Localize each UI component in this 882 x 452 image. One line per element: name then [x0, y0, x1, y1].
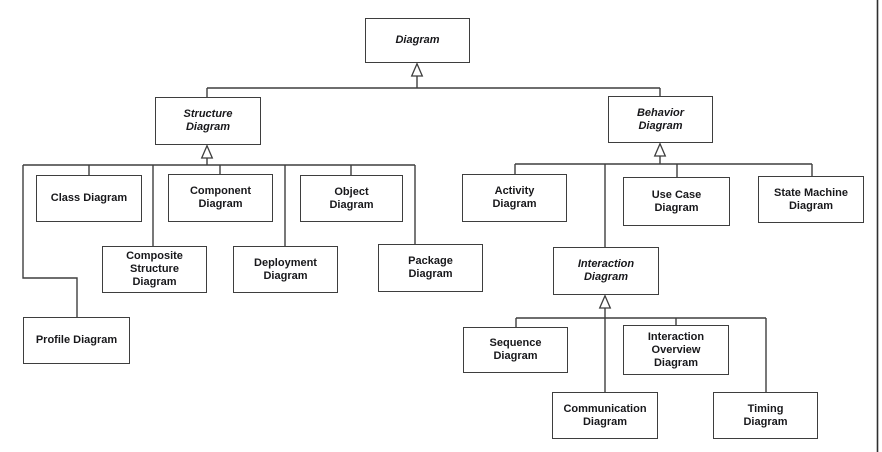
- node-component-diagram: Component Diagram: [168, 174, 273, 222]
- node-diagram: Diagram: [365, 18, 470, 63]
- generalization-arrowhead-icon: [410, 62, 424, 77]
- node-use-case-diagram: Use Case Diagram: [623, 177, 730, 226]
- node-profile-diagram: Profile Diagram: [23, 317, 130, 364]
- node-interaction-overview-diagram: Interaction Overview Diagram: [623, 325, 729, 375]
- node-activity-diagram: Activity Diagram: [462, 174, 567, 222]
- root-generalization-line: [206, 76, 661, 97]
- node-class-diagram: Class Diagram: [36, 175, 142, 222]
- node-interaction-diagram: Interaction Diagram: [553, 247, 659, 295]
- behavior-generalization-line: [514, 156, 813, 247]
- node-sequence-diagram: Sequence Diagram: [463, 327, 568, 373]
- node-timing-diagram: Timing Diagram: [713, 392, 818, 439]
- generalization-arrowhead-icon: [653, 142, 667, 157]
- node-deployment-diagram: Deployment Diagram: [233, 246, 338, 293]
- structure-generalization-line: [22, 158, 416, 317]
- interaction-generalization-line: [515, 308, 767, 392]
- node-communication-diagram: Communication Diagram: [552, 392, 658, 439]
- node-state-machine-diagram: State Machine Diagram: [758, 176, 864, 223]
- node-composite-structure-diagram: Composite Structure Diagram: [102, 246, 207, 293]
- node-object-diagram: Object Diagram: [300, 175, 403, 222]
- node-package-diagram: Package Diagram: [378, 244, 483, 292]
- node-behavior-diagram: Behavior Diagram: [608, 96, 713, 143]
- generalization-arrowhead-icon: [598, 294, 612, 309]
- node-structure-diagram: Structure Diagram: [155, 97, 261, 145]
- generalization-arrowhead-icon: [200, 144, 214, 159]
